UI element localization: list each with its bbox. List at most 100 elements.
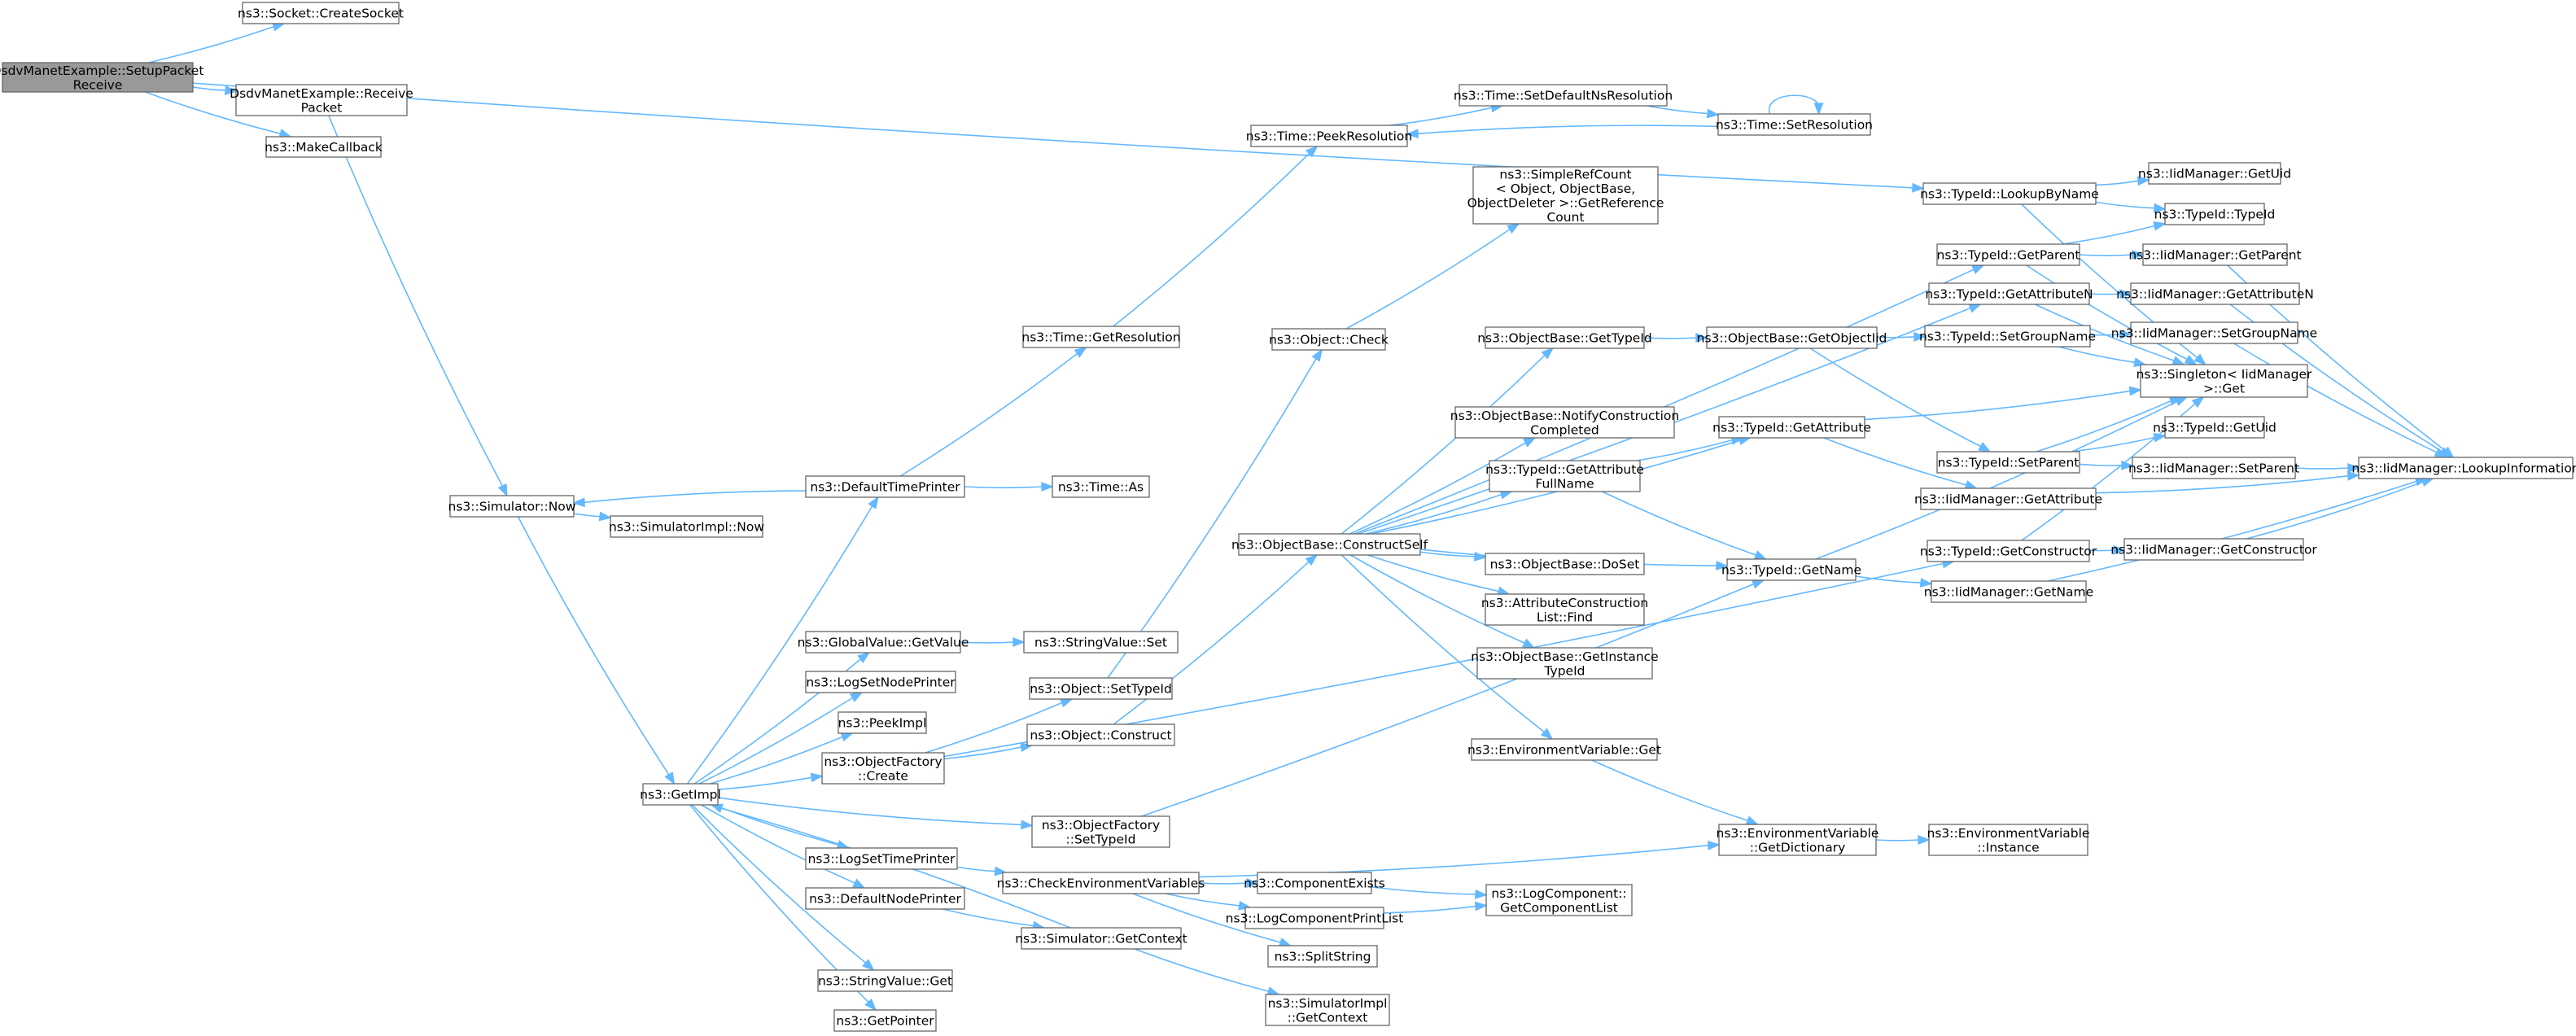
node-lookupbyname[interactable]: ns3::TypeId::LookupByName [1920,182,2099,205]
node-objsettypeid[interactable]: ns3::Object::SetTypeId [1029,677,1173,700]
node-typeidgetattribute[interactable]: ns3::TypeId::GetAttribute [1712,416,1871,439]
node-simgetcontext[interactable]: ns3::Simulator::GetContext [1015,927,1187,950]
node-simimplnow[interactable]: ns3::SimulatorImpl::Now [609,515,764,538]
node-box [805,847,958,870]
node-lookupinformation[interactable]: ns3::IidManager::LookupInformation [2351,457,2576,479]
node-stringvalueget[interactable]: ns3::StringValue::Get [817,969,953,992]
arrowhead [1041,482,1054,492]
node-logsettimeprinter[interactable]: ns3::LogSetTimePrinter [805,847,958,870]
node-envgetdictionary[interactable]: ns3::EnvironmentVariable::GetDictionary [1717,824,1879,856]
node-singletonget[interactable]: ns3::Singleton< IidManager >::Get [2136,364,2312,398]
node-simimplgetcontext[interactable]: ns3::SimulatorImpl::GetContext [1265,994,1390,1026]
node-box [1928,824,2088,856]
node-box [1021,927,1182,950]
node-splitstring[interactable]: ns3::SplitString [1267,945,1378,968]
node-notifyconstruction[interactable]: ns3::ObjectBase::NotifyConstructionCompl… [1450,406,1679,439]
edge-lookupbyname-to-iidgetuid [2095,176,2150,186]
node-objcheck[interactable]: ns3::Object::Check [1269,328,1389,351]
node-makecallback[interactable]: ns3::MakeCallback [265,136,383,158]
node-timesetdefaultns[interactable]: ns3::Time::SetDefaultNsResolution [1454,84,1673,107]
arrowhead [852,878,866,889]
node-label: ns3::LogSetTimePrinter [808,852,956,867]
node-getpointer[interactable]: ns3::GetPointer [833,1009,937,1032]
edge-line [2095,474,2350,494]
node-defaulttimeprinter[interactable]: ns3::DefaultTimePrinter [805,475,965,498]
node-objfactorysettypeid[interactable]: ns3::ObjectFactory::SetTypeId [1031,815,1170,848]
node-componentexists[interactable]: ns3::ComponentExists [1244,872,1385,894]
node-typeidgetuid[interactable]: ns3::TypeId::GetUid [2153,416,2276,439]
node-typeidsetparent[interactable]: ns3::TypeId::SetParent [1936,451,2080,474]
edge-line [717,797,1023,826]
edge-line [2036,400,2172,452]
arrowhead [1753,550,1768,560]
node-createsocket[interactable]: ns3::Socket::CreateSocket [238,2,404,24]
node-label: Packet [301,100,343,115]
edge-componentexists-to-logcomponentgetlist [1371,886,1488,899]
node-typeidtypeid[interactable]: ns3::TypeId::TypeId [2154,203,2276,225]
node-iidgetparent[interactable]: ns3::IidManager::GetParent [2128,243,2302,266]
node-globalgetvalue[interactable]: ns3::GlobalValue::GetValue [798,631,969,654]
node-iidsetgroupname[interactable]: ns3::IidManager::SetGroupName [2111,321,2317,344]
node-iidgetname[interactable]: ns3::IidManager::GetName [1924,580,2093,603]
node-objfactorycreate[interactable]: ns3::ObjectFactory::Create [821,752,945,785]
edge-getobjectiid-to-typeidsetparent [1809,348,1992,452]
node-label: ns3::Socket::CreateSocket [238,7,404,21]
edge-line [517,516,671,776]
node-doset[interactable]: ns3::ObjectBase::DoSet [1485,553,1645,575]
node-label: ns3::LogComponentPrintList [1226,911,1404,926]
arrowhead [1474,901,1488,911]
node-timegetres[interactable]: ns3::Time::GetResolution [1021,326,1181,348]
node-logsetnodeprinter[interactable]: ns3::LogSetNodePrinter [805,671,956,693]
node-box [1489,460,1641,492]
arrowhead [1745,815,1760,825]
node-constructself[interactable]: ns3::ObjectBase::ConstructSelf [1231,533,1428,556]
node-simnow[interactable]: ns3::Simulator::Now [448,495,576,518]
node-typeidgetattributen[interactable]: ns3::TypeId::GetAttributeN [1925,282,2093,305]
edge-setup-to-createsocket [148,22,286,63]
node-iidsetparent[interactable]: ns3::IidManager::SetParent [2128,457,2299,479]
node-iidgetconstructor[interactable]: ns3::IidManager::GetConstructor [2110,538,2317,561]
node-envget[interactable]: ns3::EnvironmentVariable::Get [1467,738,1661,761]
node-getimpl[interactable]: ns3::GetImpl [640,783,721,806]
node-checkenv[interactable]: ns3::CheckEnvironmentVariables [997,872,1205,894]
node-iidgetattribute[interactable]: ns3::IidManager::GetAttribute [1914,487,2102,510]
node-label: ns3::IidManager::SetGroupName [2111,326,2317,341]
node-typeidgetparent[interactable]: ns3::TypeId::GetParent [1936,243,2080,266]
node-objconstruct[interactable]: ns3::Object::Construct [1026,723,1175,746]
node-typeidgetname[interactable]: ns3::TypeId::GetName [1721,558,1861,581]
node-timesetres[interactable]: ns3::Time::SetResolution [1716,113,1873,136]
node-timepeekres[interactable]: ns3::Time::PeekResolution [1246,125,1412,147]
node-label: >::Get [2203,381,2245,396]
node-logcomponentprintlist[interactable]: ns3::LogComponentPrintList [1226,907,1404,929]
edge-line [1113,152,1310,327]
node-simplerefcount[interactable]: ns3::SimpleRefCount< Object, ObjectBase,… [1467,166,1664,225]
edge-line [1383,905,1477,914]
edge-line [2062,225,2156,245]
node-label: ns3::TypeId::SetGroupName [1919,330,2096,344]
node-peekimpl[interactable]: ns3::PeekImpl [838,711,927,734]
node-objbasegettypeid[interactable]: ns3::ObjectBase::GetTypeId [1477,326,1652,349]
node-envinstance[interactable]: ns3::EnvironmentVariable::Instance [1927,824,2090,856]
node-iidgetuid[interactable]: ns3::IidManager::GetUid [2138,162,2291,185]
edge-line [925,702,1064,754]
node-iidgetattributen[interactable]: ns3::IidManager::GetAttributeN [2116,282,2314,305]
node-label: ns3::EnvironmentVariable::Get [1467,743,1661,758]
node-label: < Object, ObjectBase, [1496,181,1635,196]
node-timeas[interactable]: ns3::Time::As [1052,475,1150,498]
edge-timesetdefaultns-to-timesetres [1646,105,1720,119]
node-label: ns3::IidManager::LookupInformation [2351,461,2576,476]
node-typeidgetconstructor[interactable]: ns3::TypeId::GetConstructor [1920,540,2097,562]
node-getobjectiid[interactable]: ns3::ObjectBase::GetObjectIid [1697,326,1887,349]
node-typeidsetgroupname[interactable]: ns3::TypeId::SetGroupName [1919,325,2096,348]
node-stringvalueset[interactable]: ns3::StringValue::Set [1023,631,1179,654]
edge-line [710,736,844,785]
edge-constructself-to-getinstancetypeid [1349,554,1536,649]
node-logcomponentgetlist[interactable]: ns3::LogComponent::GetComponentList [1485,884,1633,916]
edge-typeidgetparent-to-typeidtypeid [2062,221,2167,245]
node-defaultnodeprinter[interactable]: ns3::DefaultNodePrinter [805,887,965,910]
